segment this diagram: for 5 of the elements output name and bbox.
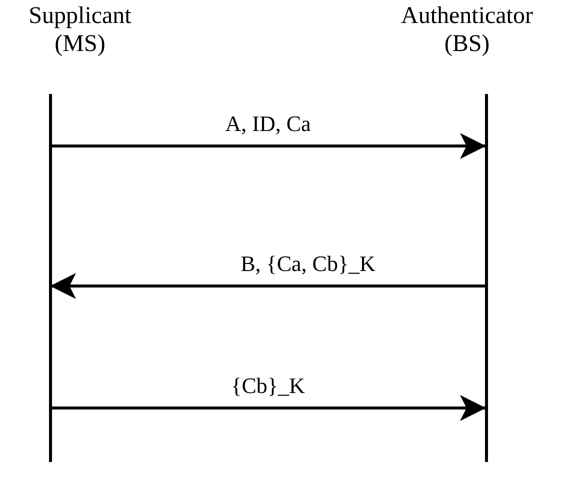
participant-label: Authenticator (BS) [400, 2, 534, 58]
message-arrow [50, 395, 486, 421]
message-arrow [50, 133, 486, 159]
message-arrow [50, 273, 486, 299]
participant-label: Supplicant (MS) [28, 2, 132, 58]
